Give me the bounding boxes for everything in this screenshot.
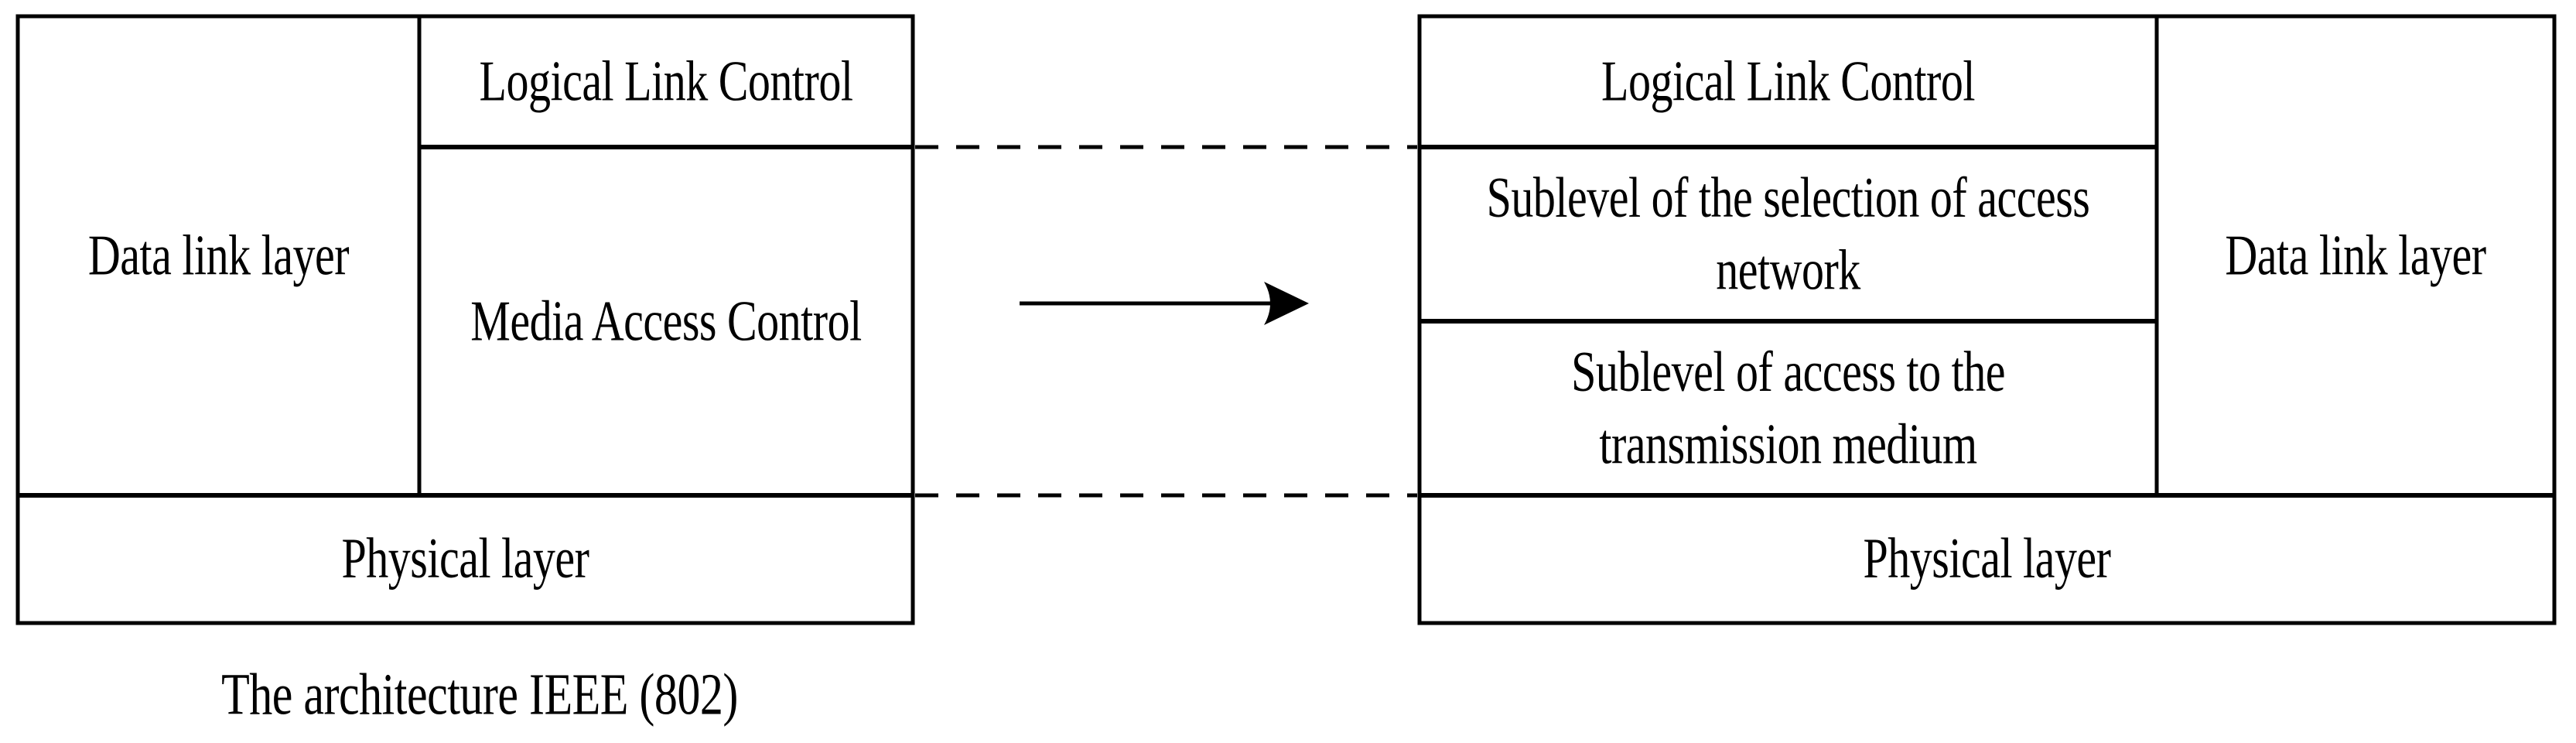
left-logical-link-control-cell: Logical Link Control (419, 16, 913, 147)
left-stack-outline (15, 14, 915, 625)
right-logical-link-control-label: Logical Link Control (1601, 48, 1975, 114)
right-data-link-layer-label: Data link layer (2225, 222, 2486, 288)
right-physical-layer-label: Physical layer (1863, 526, 2111, 591)
right-sublevel-selection-cell: Sublevel of the selection of access netw… (1420, 147, 2157, 321)
left-physical-layer-cell: Physical layer (18, 495, 913, 623)
left-media-access-control-cell: Media Access Control (419, 147, 913, 495)
left-logical-link-control-label: Logical Link Control (479, 48, 853, 114)
left-media-access-control-label: Media Access Control (470, 288, 862, 353)
left-physical-layer-label: Physical layer (341, 526, 589, 591)
right-sublevel-selection-label: Sublevel of the selection of access netw… (1486, 165, 2090, 302)
left-data-link-layer-label: Data link layer (87, 222, 350, 288)
left-data-link-layer-cell: Data link layer (18, 16, 419, 495)
right-physical-layer-cell: Physical layer (1420, 495, 2554, 623)
arrow-head-icon (1264, 282, 1309, 325)
diagram-caption-text: The architecture IEEE (802) (221, 661, 738, 727)
right-data-link-layer-cell: Data link layer (2157, 16, 2554, 495)
right-sublevel-access-label: Sublevel of access to the transmission m… (1571, 339, 2005, 476)
right-logical-link-control-cell: Logical Link Control (1420, 16, 2157, 147)
right-sublevel-access-cell: Sublevel of access to the transmission m… (1420, 321, 2157, 495)
diagram-caption: The architecture IEEE (802) (178, 659, 781, 729)
